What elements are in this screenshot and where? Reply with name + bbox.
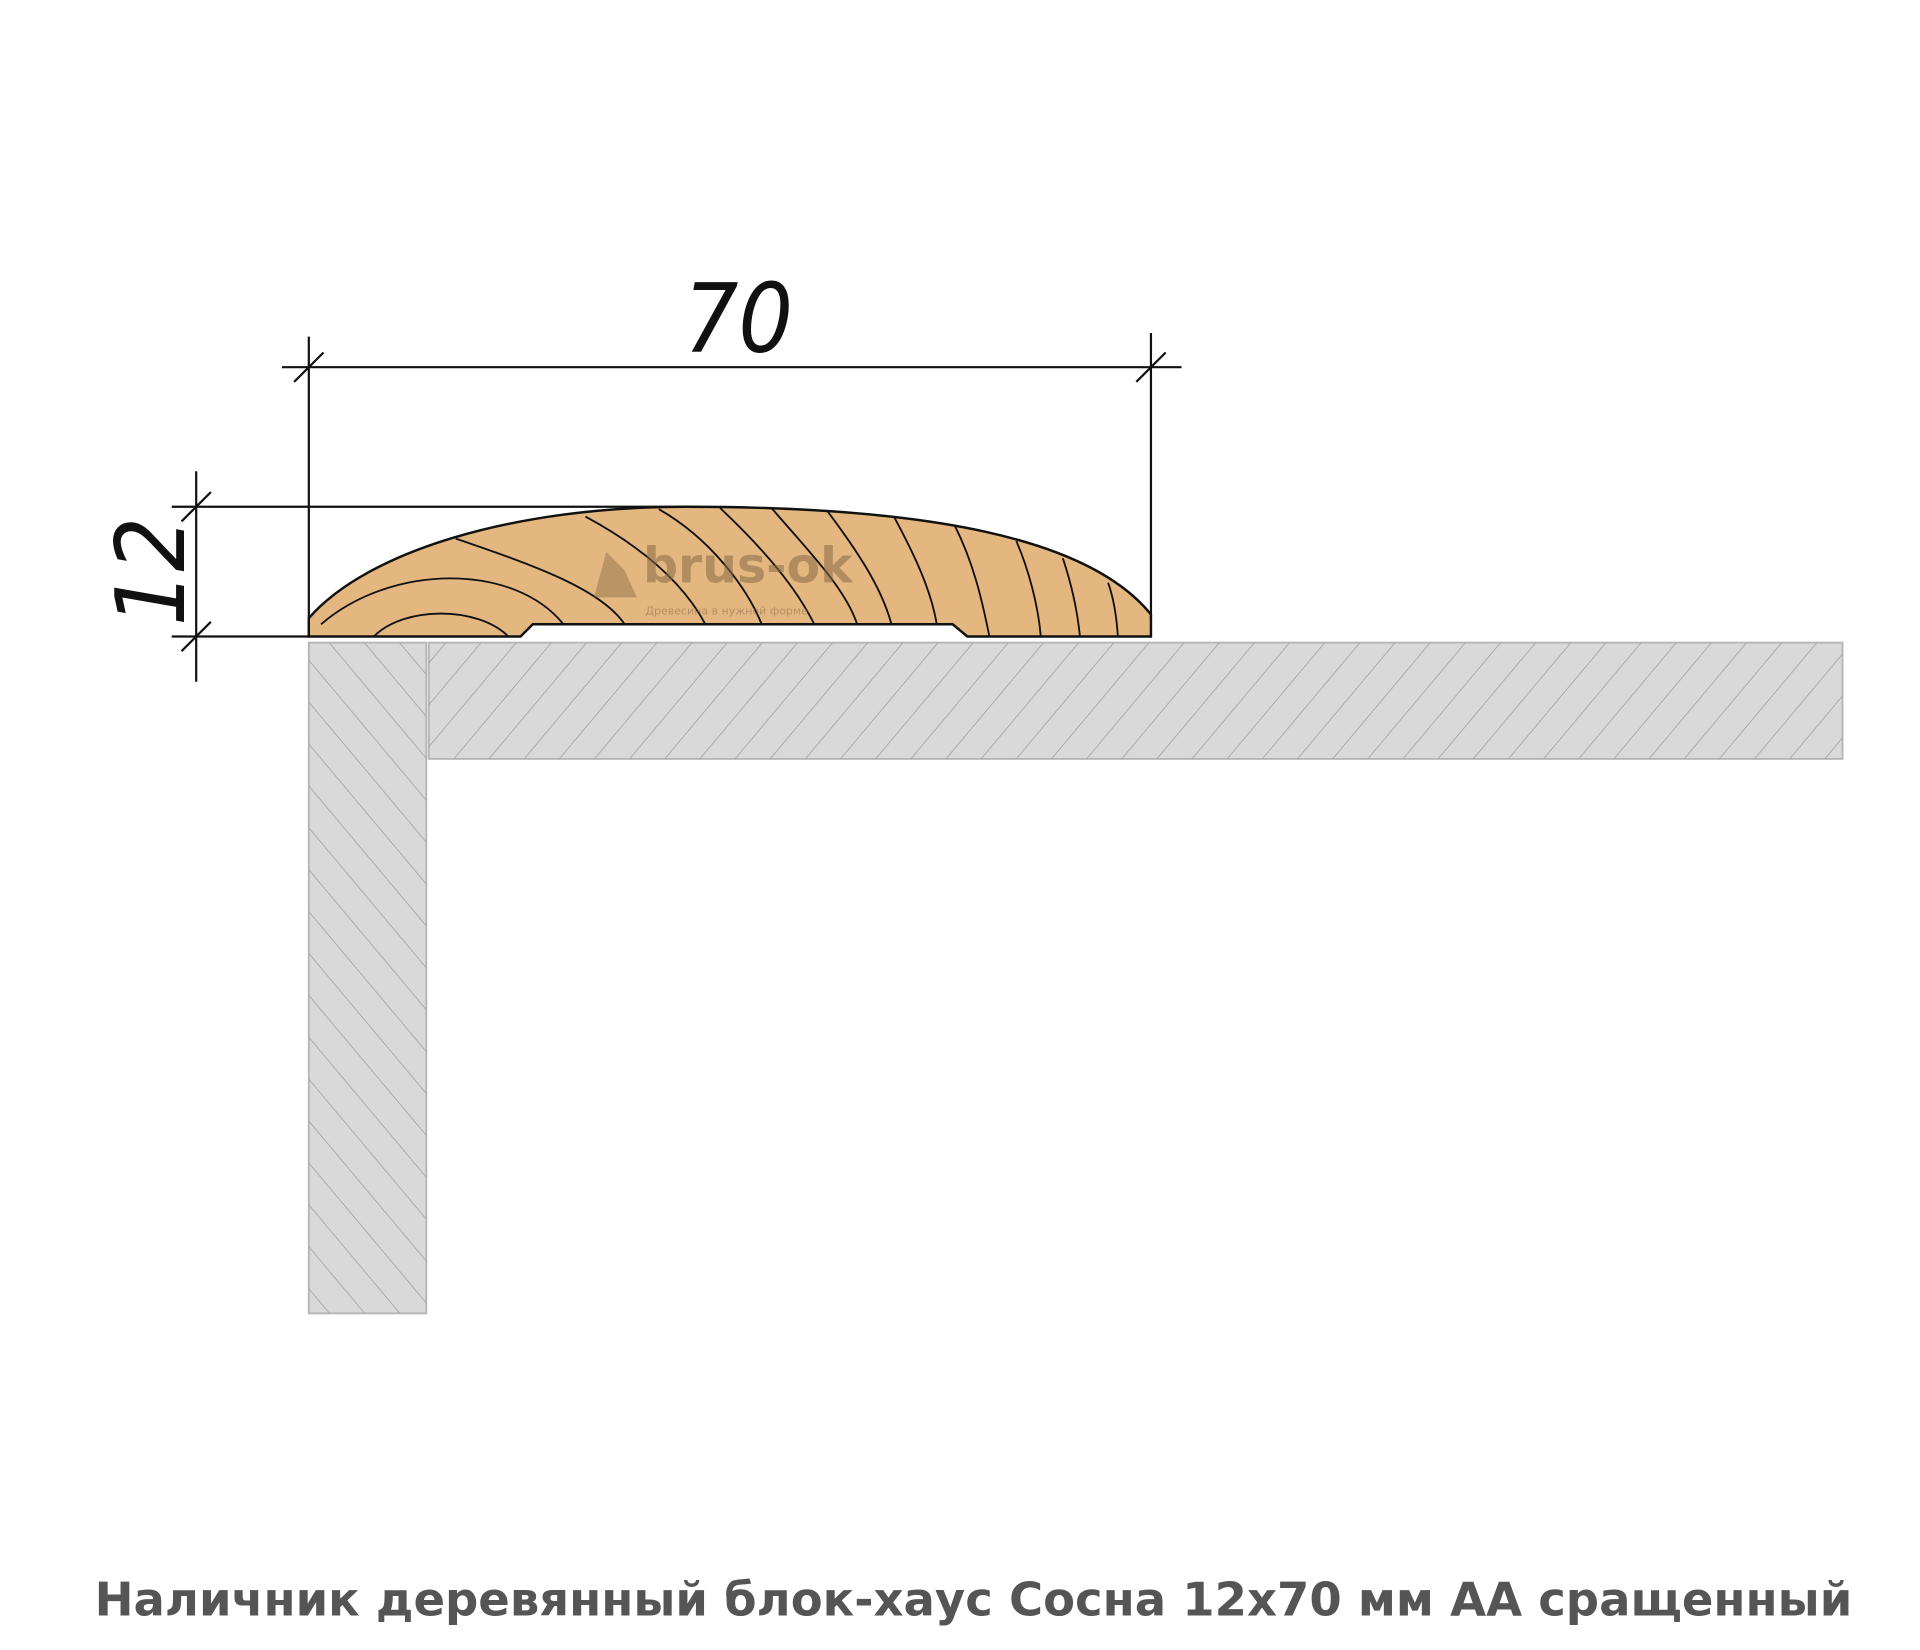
thickness-dimension: [171, 471, 686, 682]
wood-grain: [320, 507, 1119, 638]
width-dimension: [281, 332, 1182, 637]
width-label: 70: [684, 262, 793, 374]
wall-horizontal: [427, 641, 1844, 760]
wood-profile: [307, 505, 1153, 638]
product-caption: Наличник деревянный блок-хаус Сосна 12х7…: [95, 1573, 1853, 1627]
watermark-tagline: Древесина в нужной форме: [645, 604, 808, 617]
thickness-label: 12: [95, 517, 207, 626]
watermark-brand: brus-ok: [643, 538, 854, 595]
wall-vertical: [307, 641, 428, 1315]
watermark-logo: brus-ok Древесина в нужной форме: [594, 538, 854, 617]
